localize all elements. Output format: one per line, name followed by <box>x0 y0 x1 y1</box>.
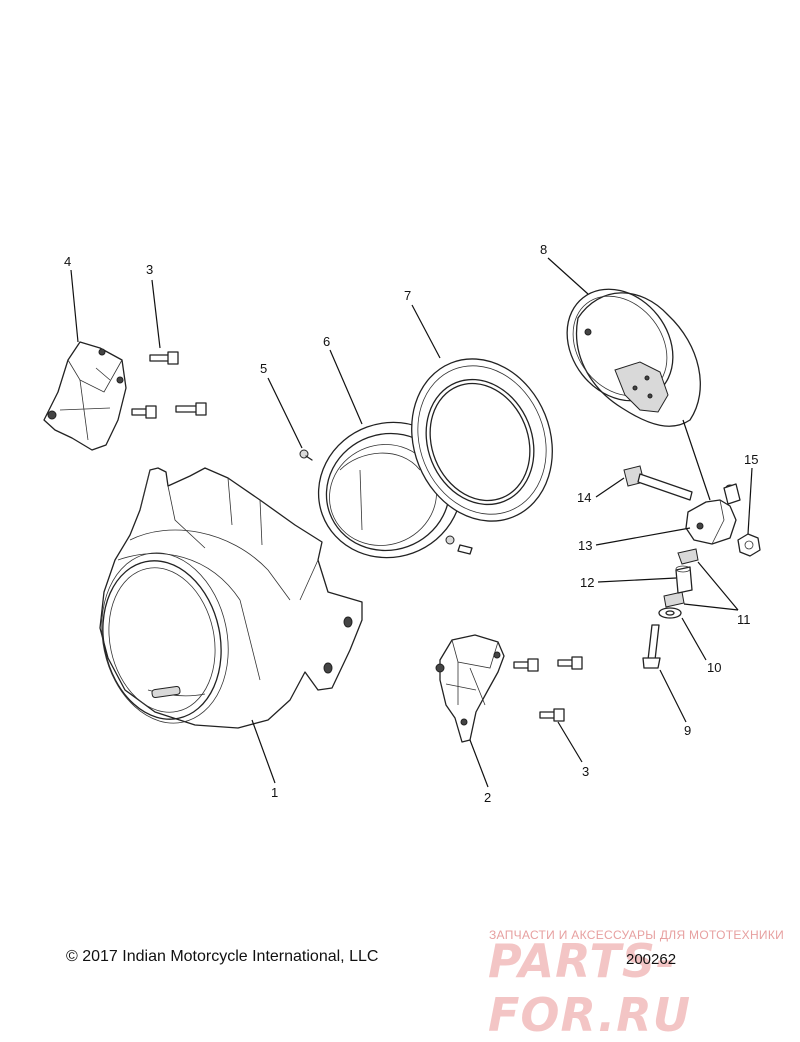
pivot-bolt-part <box>623 465 693 501</box>
nacelle-part <box>99 467 363 729</box>
trim-ring-part <box>411 358 553 522</box>
clamp-mount-part <box>685 483 741 545</box>
spacer-part <box>675 565 693 594</box>
callout-6: 6 <box>323 334 330 349</box>
callout-numbers: 1 2 3 3 4 5 6 7 8 9 10 11 12 13 14 15 <box>64 242 758 805</box>
callout-7: 7 <box>404 288 411 303</box>
callout-5: 5 <box>260 361 267 376</box>
callout-13: 13 <box>578 538 592 553</box>
bolt-part <box>131 351 583 722</box>
bracket-left-part <box>43 341 127 451</box>
headlight-bucket-part <box>566 288 701 427</box>
callout-9: 9 <box>684 723 691 738</box>
callout-2: 2 <box>484 790 491 805</box>
callout-1: 1 <box>271 785 278 800</box>
callout-11: 11 <box>737 612 751 627</box>
bracket-right-part <box>435 634 505 743</box>
callout-8: 8 <box>540 242 547 257</box>
long-bolt-part <box>642 624 661 669</box>
callout-4: 4 <box>64 254 71 269</box>
callout-10: 10 <box>707 660 721 675</box>
callout-12: 12 <box>580 575 594 590</box>
watermark-tagline: ЗАПЧАСТИ И АКСЕССУАРЫ ДЛЯ МОТОТЕХНИКИ <box>489 928 785 942</box>
nut-part <box>737 533 761 557</box>
leader-lines <box>70 257 753 788</box>
copyright-text: © 2017 Indian Motorcycle International, … <box>66 948 379 965</box>
bushing-part <box>663 548 699 608</box>
callout-14: 14 <box>577 490 591 505</box>
callout-3-right: 3 <box>582 764 589 779</box>
callout-3-top: 3 <box>146 262 153 277</box>
figure-number: 200262 <box>626 951 677 968</box>
screw-part <box>299 449 313 461</box>
washer-part <box>658 607 682 619</box>
callout-15: 15 <box>744 452 758 467</box>
